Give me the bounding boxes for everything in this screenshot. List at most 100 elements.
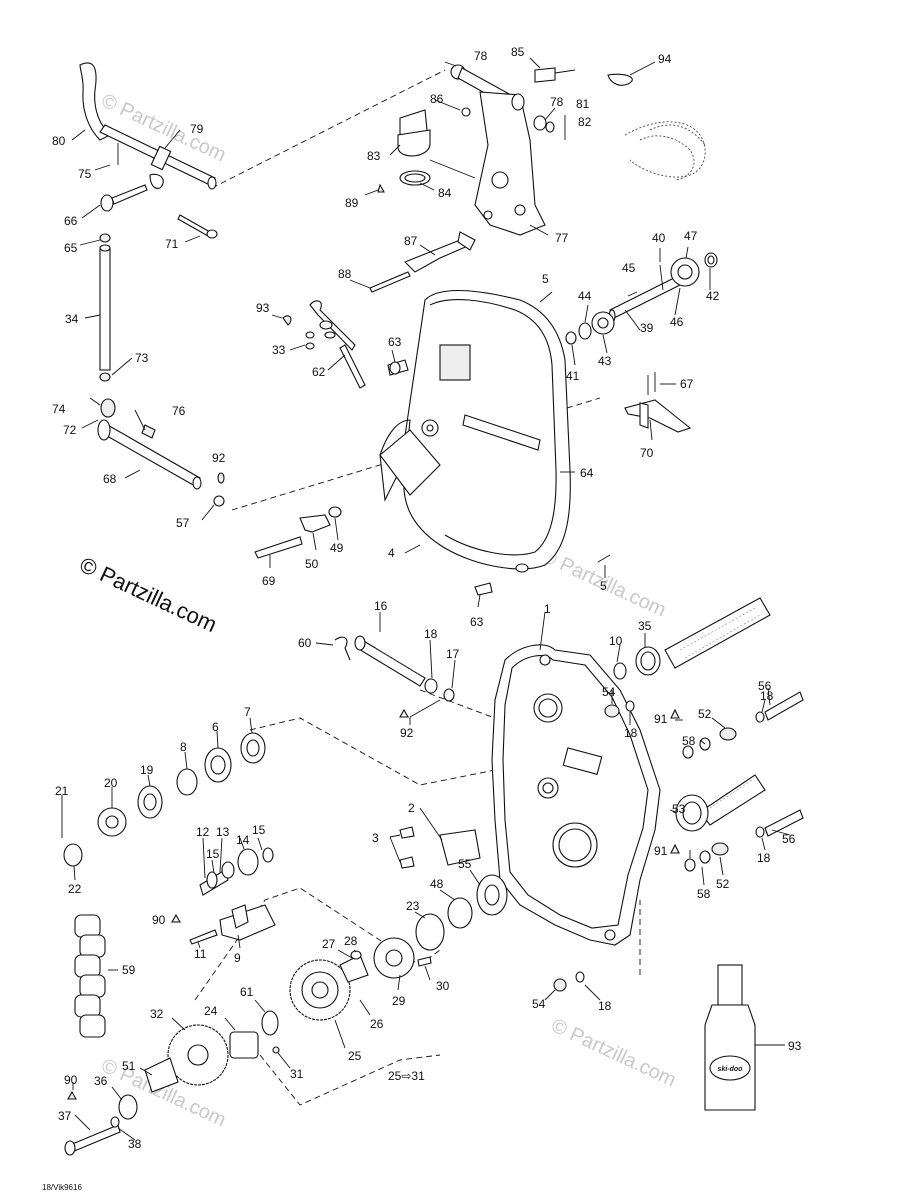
callout-77: 77 bbox=[555, 231, 569, 245]
callout-82: 82 bbox=[578, 115, 592, 129]
bracket-solenoid-assembly bbox=[369, 64, 706, 293]
callout-30: 30 bbox=[436, 979, 450, 993]
callout-36: 36 bbox=[94, 1074, 108, 1088]
callout-52a: 52 bbox=[698, 707, 712, 721]
callout-76: 76 bbox=[172, 404, 186, 418]
callout-18e: 18 bbox=[598, 999, 612, 1013]
callout-57: 57 bbox=[176, 516, 190, 530]
chaincase-housing bbox=[491, 644, 661, 946]
callout-52b: 52 bbox=[716, 877, 730, 891]
callout-26: 26 bbox=[370, 1017, 384, 1031]
shift-lever-assembly bbox=[79, 62, 225, 507]
callout-62: 62 bbox=[312, 365, 326, 379]
callout-28: 28 bbox=[344, 934, 358, 948]
callout-56b: 56 bbox=[782, 832, 796, 846]
cover-hardware bbox=[254, 291, 611, 596]
callout-38: 38 bbox=[128, 1137, 142, 1151]
callout-29: 29 bbox=[392, 994, 406, 1008]
callout-10: 10 bbox=[609, 634, 623, 648]
callout-4: 4 bbox=[388, 546, 395, 560]
callout-24: 24 bbox=[204, 1004, 218, 1018]
callout-50: 50 bbox=[305, 557, 319, 571]
callout-8: 8 bbox=[180, 740, 187, 754]
callout-11: 11 bbox=[194, 947, 207, 961]
callout-49: 49 bbox=[330, 541, 344, 555]
tensioner-assembly bbox=[171, 826, 481, 945]
chaincase-cover bbox=[379, 289, 571, 573]
callout-22: 22 bbox=[68, 882, 82, 896]
callout-71: 71 bbox=[165, 237, 179, 251]
callout-12: 12 bbox=[196, 825, 210, 839]
callout-labels: 78 85 94 80 79 86 78 81 82 75 83 66 89 8… bbox=[52, 45, 802, 1151]
callout-81: 81 bbox=[576, 97, 590, 111]
callout-7: 7 bbox=[244, 705, 251, 719]
callout-58b: 58 bbox=[697, 887, 711, 901]
watermark: © Partzilla.com bbox=[76, 552, 221, 637]
callout-84: 84 bbox=[438, 186, 452, 200]
callout-88: 88 bbox=[338, 267, 352, 281]
oil-bottle: ski-doo bbox=[704, 964, 756, 1111]
callout-86: 86 bbox=[430, 92, 444, 106]
callout-5b: 5 bbox=[600, 579, 607, 593]
callout-2: 2 bbox=[408, 801, 415, 815]
callout-54b: 54 bbox=[532, 997, 546, 1011]
callout-66: 66 bbox=[64, 214, 78, 228]
callout-18b: 18 bbox=[760, 689, 774, 703]
callout-21: 21 bbox=[55, 784, 69, 798]
callout-42: 42 bbox=[706, 289, 720, 303]
bottle-label: ski-doo bbox=[718, 1066, 744, 1073]
callout-48: 48 bbox=[430, 877, 444, 891]
callout-1: 1 bbox=[544, 602, 551, 616]
callout-43: 43 bbox=[598, 354, 612, 368]
callout-74: 74 bbox=[52, 402, 66, 416]
callout-63b: 63 bbox=[470, 615, 484, 629]
callout-60: 60 bbox=[298, 636, 312, 650]
callout-93b: 93 bbox=[788, 1039, 802, 1053]
callout-79: 79 bbox=[190, 122, 204, 136]
callout-80: 80 bbox=[52, 134, 66, 148]
right-axles bbox=[553, 597, 804, 992]
lower-left-shaft bbox=[61, 732, 266, 867]
callout-16: 16 bbox=[374, 599, 388, 613]
callout-67: 67 bbox=[680, 377, 694, 391]
callout-27: 27 bbox=[322, 937, 336, 951]
watermark-faint-3: © Partzilla.com bbox=[548, 1015, 679, 1092]
callout-55: 55 bbox=[458, 857, 472, 871]
callout-89: 89 bbox=[345, 196, 359, 210]
lower-sprockets bbox=[64, 874, 508, 1156]
callout-15a: 15 bbox=[252, 823, 266, 837]
callout-56a: 56 bbox=[758, 679, 772, 693]
callout-44: 44 bbox=[578, 289, 592, 303]
callout-18c: 18 bbox=[624, 726, 638, 740]
callout-78b: 78 bbox=[550, 95, 564, 109]
callout-32: 32 bbox=[150, 1007, 164, 1021]
callout-37: 37 bbox=[58, 1109, 72, 1123]
callout-47: 47 bbox=[684, 229, 698, 243]
callout-72: 72 bbox=[63, 423, 77, 437]
callout-75: 75 bbox=[78, 167, 92, 181]
callout-6: 6 bbox=[212, 720, 219, 734]
callout-39: 39 bbox=[640, 321, 654, 335]
callout-45: 45 bbox=[622, 261, 636, 275]
callout-17: 17 bbox=[446, 647, 460, 661]
callout-58a: 58 bbox=[682, 734, 696, 748]
callout-78a: 78 bbox=[474, 49, 488, 63]
tensioner-bolt bbox=[334, 635, 455, 718]
callout-65: 65 bbox=[64, 241, 78, 255]
callout-15b: 15 bbox=[206, 847, 220, 861]
callout-41: 41 bbox=[566, 369, 580, 383]
callout-83: 83 bbox=[367, 149, 381, 163]
callout-25: 25 bbox=[348, 1049, 362, 1063]
callout-46: 46 bbox=[670, 315, 684, 329]
callout-53: 53 bbox=[672, 802, 686, 816]
callout-31: 31 bbox=[290, 1067, 304, 1081]
callout-5a: 5 bbox=[542, 272, 549, 286]
upper-shaft-gear bbox=[565, 252, 718, 345]
callout-14: 14 bbox=[236, 833, 250, 847]
callout-70: 70 bbox=[640, 446, 654, 460]
callout-54a: 54 bbox=[602, 685, 616, 699]
callout-59: 59 bbox=[122, 963, 136, 977]
callout-34: 34 bbox=[65, 312, 79, 326]
callout-35: 35 bbox=[638, 619, 652, 633]
